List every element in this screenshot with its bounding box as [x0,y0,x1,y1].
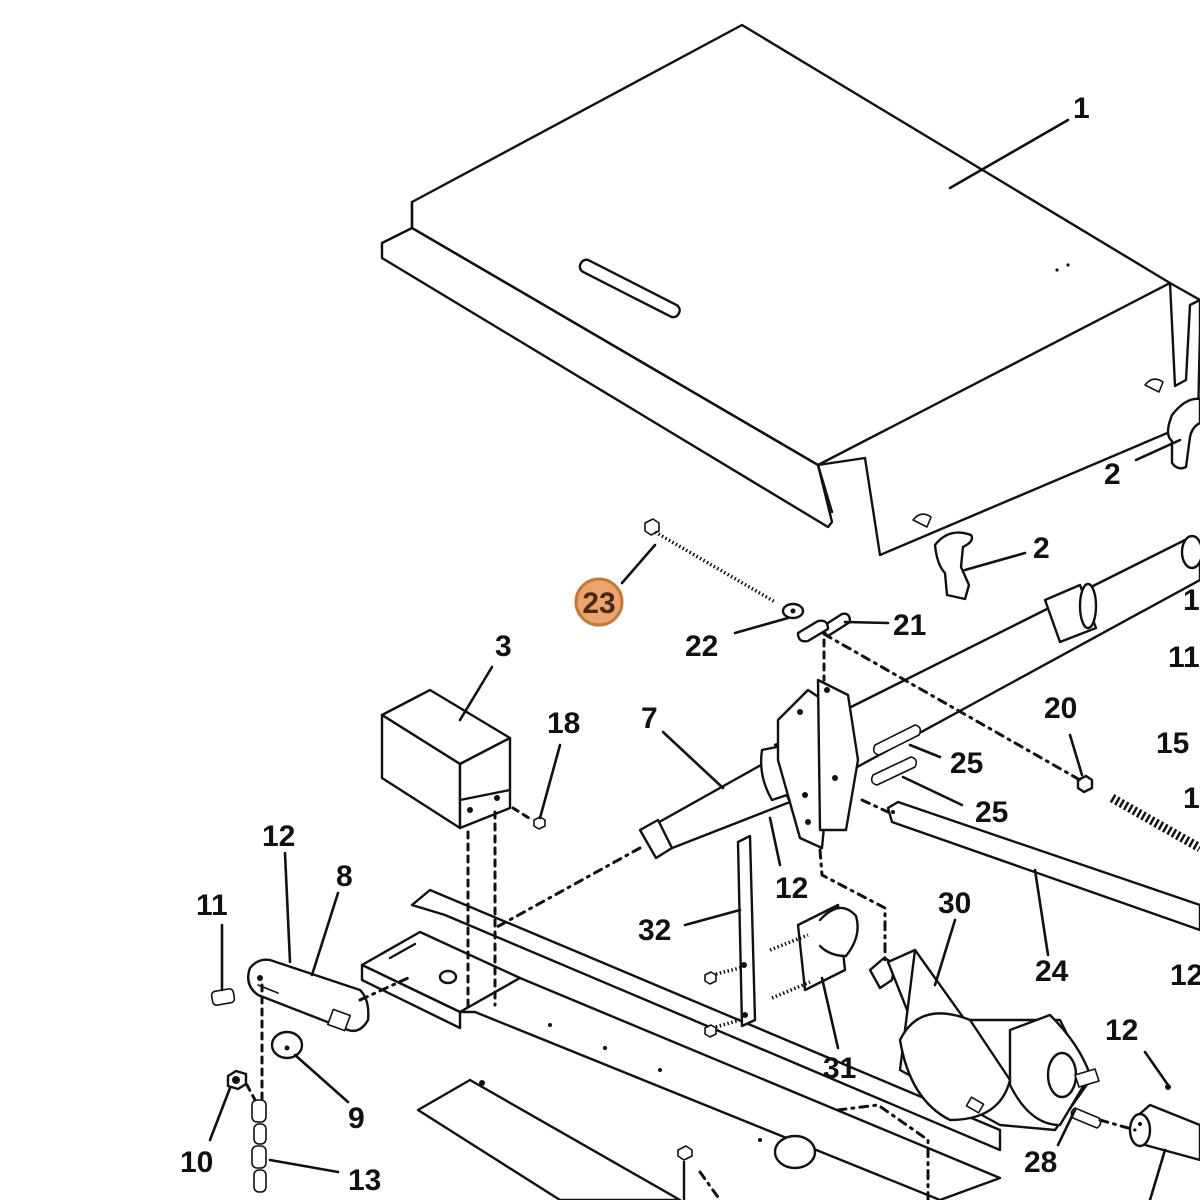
callout-21: 21 [893,609,926,642]
callout-9: 9 [348,1102,365,1135]
leader-lines [208,118,1182,1200]
stud [677,1145,693,1200]
lower-plate [416,1078,817,1200]
clamp-bracket [769,903,859,1000]
lower-right-tube [1128,1084,1200,1162]
callout-10: 10 [180,1146,213,1179]
bolt-10 [226,1069,248,1091]
callout-31: 31 [823,1052,856,1085]
arm-link [247,958,370,1033]
callout-18: 18 [547,707,580,740]
adjusting-spring [1109,794,1200,852]
lever-rod [886,800,1200,932]
nut [1076,774,1094,794]
shaft-bracket [776,678,860,850]
latch-upper [1166,397,1200,470]
base-plate [360,888,1002,1200]
cover-panel [380,23,1200,557]
linear-actuator [868,948,1100,1132]
callout-12-left: 12 [262,820,295,853]
callout-edge-1b: 1 [1183,782,1200,815]
washer [781,602,805,620]
callout-12-edge: 12 [1170,959,1200,992]
callout-labels: 1 2 2 3 7 8 9 10 11 12 12 12 12 13 18 20… [180,92,1200,1197]
callout-2-lower: 2 [1033,532,1050,565]
callout-13: 13 [348,1164,381,1197]
pins [870,724,922,786]
latch-lower [933,531,974,601]
washer-9 [270,1030,304,1060]
callout-32: 32 [638,914,671,947]
callout-3: 3 [495,630,512,663]
main-shaft [638,534,1200,860]
callout-11: 11 [196,889,228,922]
spring-rod [644,518,776,604]
callout-25-upper: 25 [950,747,983,780]
flat-bar [704,834,757,1038]
callout-8: 8 [336,860,353,893]
callout-edge-1: 1 [1183,584,1200,617]
highlight-marker-23[interactable]: 23 [574,577,624,627]
callout-7: 7 [641,702,658,735]
chain [251,1099,267,1193]
callout-12-right: 12 [1105,1014,1138,1047]
callout-edge-11: 11 [1168,641,1200,674]
tee-pin [796,612,852,643]
callout-24: 24 [1035,955,1069,988]
callout-12-center: 12 [775,872,808,905]
callout-22: 22 [685,630,718,663]
callout-1: 1 [1073,92,1090,125]
bolt-11 [210,988,236,1006]
box-cover [380,688,512,830]
callout-28: 28 [1024,1146,1057,1179]
highlight-label: 23 [582,587,615,620]
callout-30: 30 [938,887,971,920]
callout-20: 20 [1044,692,1077,725]
assembly-lines [245,632,1137,1200]
callout-2-upper: 2 [1104,458,1121,491]
callout-25-lower: 25 [975,796,1008,829]
callout-edge-15: 15 [1156,727,1189,760]
